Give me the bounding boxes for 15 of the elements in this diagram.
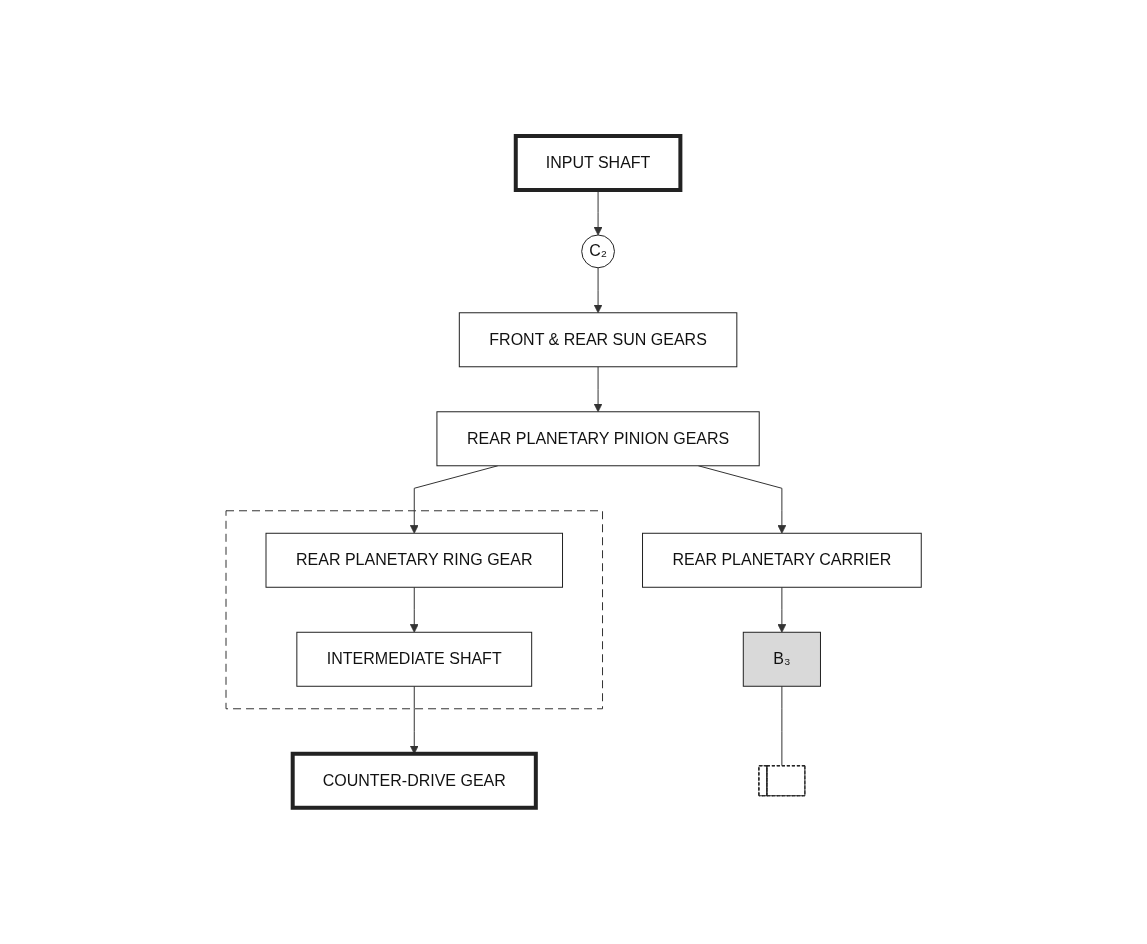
arrow bbox=[593, 366, 603, 413]
node-box: COUNTER-DRIVE GEAR bbox=[290, 751, 538, 810]
node-box: B₃ bbox=[742, 631, 821, 687]
arrow bbox=[593, 267, 603, 314]
arrow bbox=[409, 586, 419, 633]
node-box: FRONT & REAR SUN GEARS bbox=[458, 312, 738, 368]
node-box: REAR PLANETARY PINION GEARS bbox=[436, 411, 760, 467]
node-box: INTERMEDIATE SHAFT bbox=[296, 631, 533, 687]
arrow bbox=[777, 586, 787, 633]
cluster bbox=[225, 510, 603, 710]
node-box: INPUT SHAFT bbox=[513, 134, 683, 193]
node-circle: C₂ bbox=[581, 234, 615, 269]
node-box: REAR PLANETARY RING GEAR bbox=[265, 532, 563, 588]
connector bbox=[781, 685, 783, 767]
node-box: REAR PLANETARY CARRIER bbox=[641, 532, 922, 588]
